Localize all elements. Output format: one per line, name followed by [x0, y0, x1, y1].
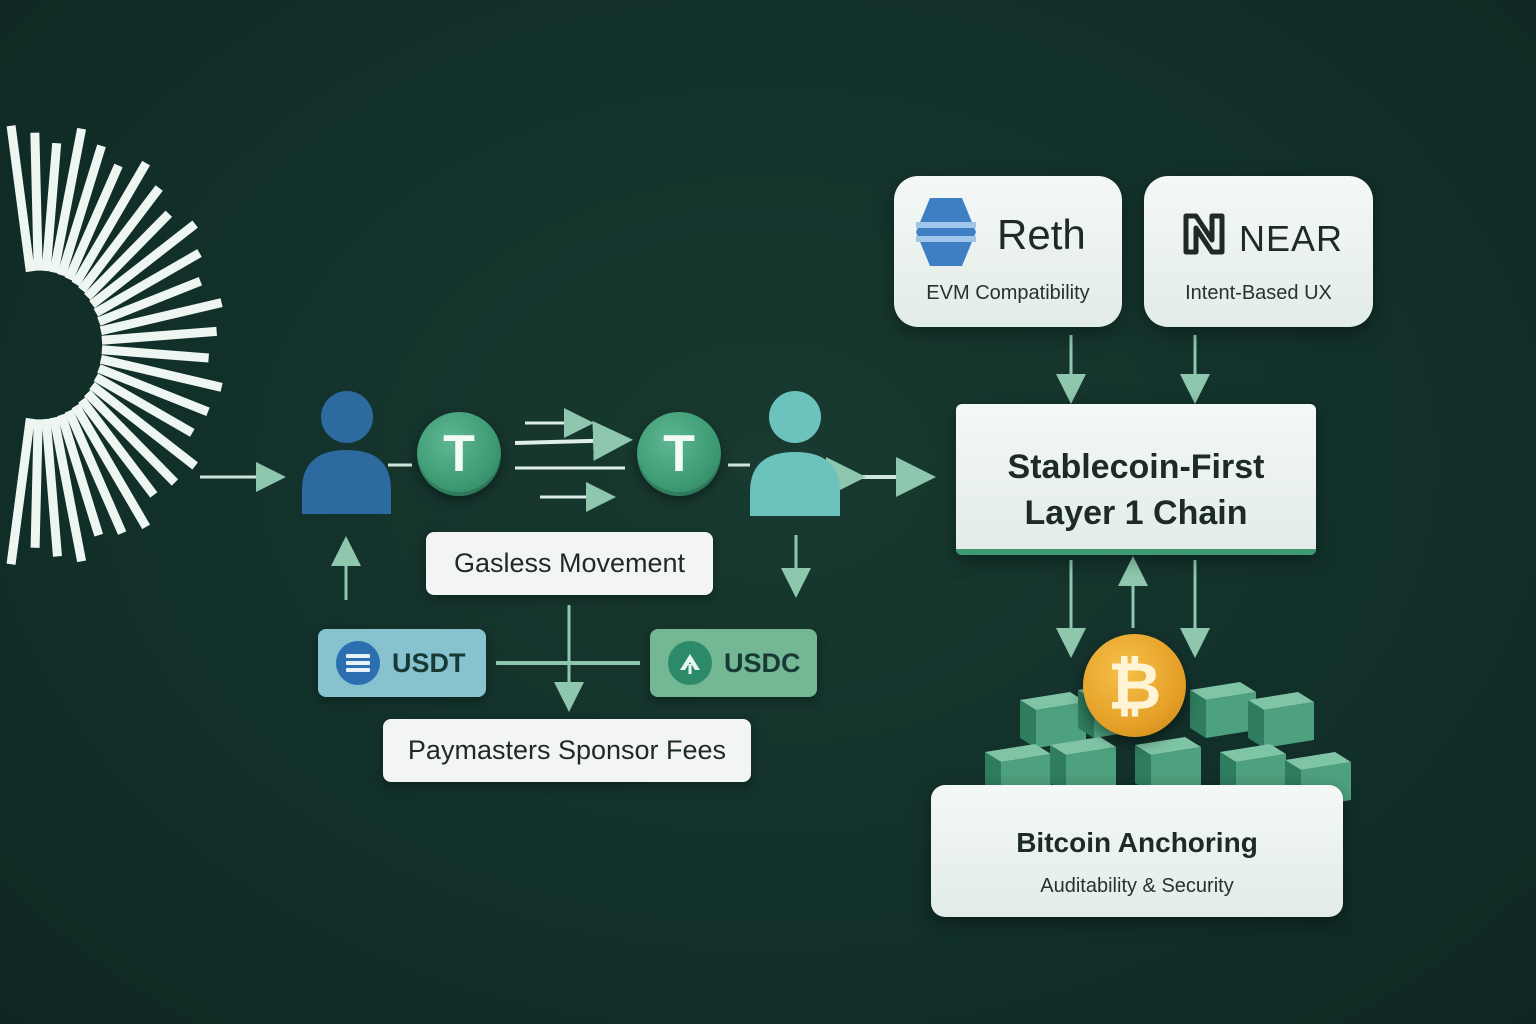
burst-ray [64, 409, 127, 535]
burst-ray [93, 249, 202, 317]
chain-box-base-strip [956, 549, 1316, 555]
chain-title-line2: Layer 1 Chain [1024, 494, 1248, 532]
usdt-label: USDT [392, 647, 466, 678]
burst-ray [57, 144, 106, 277]
burst-ray [101, 345, 209, 363]
reth-name: Reth [997, 211, 1086, 258]
burst-ray [6, 125, 35, 273]
burst-ray [99, 298, 223, 336]
burst-ray [89, 381, 198, 470]
burst-ray [49, 127, 87, 274]
near-logo-icon [1183, 213, 1225, 255]
burst-ray [84, 390, 179, 486]
gasless-movement-label: Gasless Movement [426, 532, 713, 595]
near-name: NEAR [1239, 218, 1344, 259]
burst-ray [97, 364, 210, 416]
burst-ray [30, 419, 43, 548]
reth-card: Reth EVM Compatibility [894, 176, 1122, 327]
receiver-person-icon [750, 391, 840, 516]
bitcoin-anchoring-caption: Auditability & Security [1040, 875, 1234, 897]
burst-ray [78, 185, 163, 293]
burst-ray [41, 418, 62, 557]
block-cube [1020, 692, 1086, 748]
burst-ray [57, 413, 104, 537]
reth-caption: EVM Compatibility [926, 282, 1090, 304]
block-cube [1190, 682, 1256, 738]
usdt-token-tile: USDT [318, 629, 486, 697]
usdt-icon [336, 641, 380, 685]
bitcoin-anchoring-title: Bitcoin Anchoring [1016, 827, 1258, 858]
block-cube [1135, 737, 1201, 793]
burst-ray [49, 416, 87, 563]
near-caption: Intent-Based UX [1185, 282, 1332, 304]
burst-ray [97, 277, 203, 326]
burst-ray [6, 417, 35, 565]
burst-ray [99, 354, 223, 392]
burst-ray [41, 142, 62, 272]
burst-ray [78, 397, 158, 498]
stablecoin-chain-box: Stablecoin-First Layer 1 Chain [956, 404, 1316, 555]
sender-person-icon [302, 391, 391, 514]
chain-title-line1: Stablecoin-First [1007, 448, 1265, 486]
burst-ray [89, 220, 198, 309]
burst-ray [30, 132, 43, 271]
paymasters-label: Paymasters Sponsor Fees [383, 719, 751, 782]
burst-ray [64, 163, 123, 281]
usdc-icon [668, 641, 712, 685]
bitcoin-anchoring-card: Bitcoin Anchoring Auditability & Securit… [931, 785, 1343, 917]
radial-burst-graphic [6, 125, 223, 565]
usdc-token-tile: USDC [650, 629, 817, 697]
stablecoin-left-icon: T [417, 412, 501, 496]
block-cube [1248, 692, 1314, 748]
burst-ray [71, 403, 150, 530]
burst-ray [84, 210, 173, 300]
reth-logo-icon [916, 198, 976, 266]
bitcoin-icon: ₿ [1083, 634, 1186, 737]
near-card: NEAR Intent-Based UX [1144, 176, 1373, 327]
burst-ray [93, 373, 195, 437]
burst-ray [71, 160, 150, 287]
transfer-line-2 [514, 420, 633, 461]
usdc-label: USDC [724, 647, 801, 678]
burst-ray [101, 326, 217, 345]
block-cube [1050, 737, 1116, 793]
stablecoin-right-icon: T [637, 412, 721, 496]
